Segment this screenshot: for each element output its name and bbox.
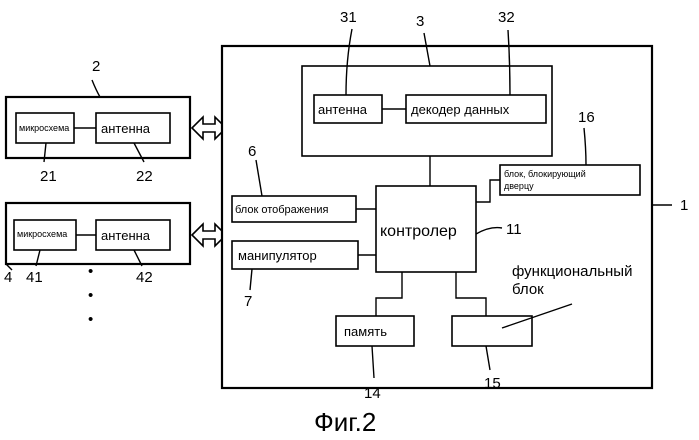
tag-2-antenna-label: антенна bbox=[101, 121, 151, 136]
figure-caption: Фиг.2 bbox=[314, 407, 376, 437]
ref-41: 41 bbox=[26, 269, 43, 286]
ref-21: 21 bbox=[40, 168, 57, 185]
door-lock-label-line1: блок, блокирующий bbox=[504, 169, 586, 179]
tag-4-antenna-label: антенна bbox=[101, 228, 151, 243]
ref-3: 3 bbox=[416, 13, 424, 30]
tag-2-chip-label: микросхема bbox=[19, 123, 69, 133]
functional-label-line1: функциональный bbox=[512, 263, 632, 280]
ref-31: 31 bbox=[340, 9, 357, 26]
ellipsis-dot-2: • bbox=[88, 287, 93, 304]
ref-42: 42 bbox=[136, 269, 153, 286]
ref-11: 11 bbox=[506, 221, 522, 238]
leader-2 bbox=[92, 80, 100, 97]
manipulator-label: манипулятор bbox=[238, 248, 317, 263]
device-1: 1 3 антенна декодер данных 31 32 контрол… bbox=[222, 9, 688, 402]
functional-label-line2: блок bbox=[512, 281, 544, 298]
ref-1: 1 bbox=[680, 197, 688, 214]
ellipsis-dot-3: • bbox=[88, 311, 93, 328]
ref-22: 22 bbox=[136, 168, 153, 185]
ellipsis-dot-1: • bbox=[88, 263, 93, 280]
functional-box bbox=[452, 316, 532, 346]
reader-antenna-label: антенна bbox=[318, 102, 368, 117]
ref-6: 6 bbox=[248, 143, 256, 160]
tag-4-chip-label: микросхема bbox=[17, 229, 67, 239]
ref-2: 2 bbox=[92, 58, 100, 75]
ref-14: 14 bbox=[364, 385, 381, 402]
ref-7: 7 bbox=[244, 293, 252, 310]
controller-label: контролер bbox=[380, 223, 457, 240]
ref-4: 4 bbox=[4, 269, 12, 286]
ref-32: 32 bbox=[498, 9, 515, 26]
ref-15: 15 bbox=[484, 375, 501, 392]
display-label: блок отображения bbox=[235, 204, 328, 216]
decoder-label: декодер данных bbox=[411, 102, 510, 117]
door-lock-label-line2: дверцу bbox=[504, 181, 534, 191]
ref-16: 16 bbox=[578, 109, 595, 126]
memory-label: память bbox=[344, 324, 387, 339]
tag-2: микросхема антенна 2 21 22 bbox=[6, 58, 190, 185]
tag-4: микросхема антенна 4 41 42 • • • bbox=[4, 203, 190, 328]
